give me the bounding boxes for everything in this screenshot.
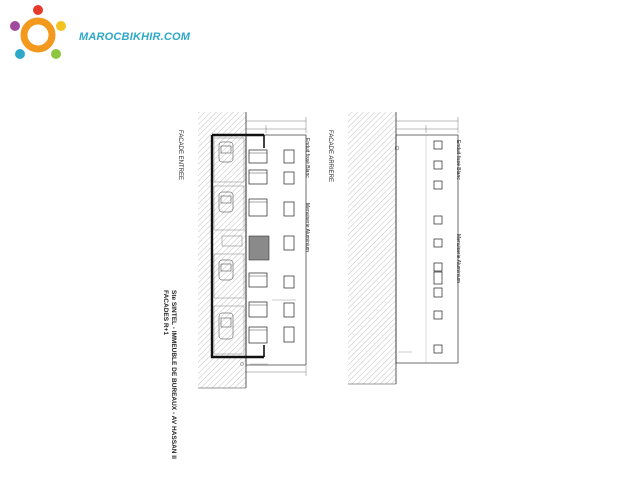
facade-entree-drawing: [198, 112, 307, 389]
drawing-title: Ste SINTEL - IMMEUBLE DE BUREAUX - AV HA…: [170, 290, 177, 459]
facade-entree-label: FACADE ENTREE: [177, 130, 183, 181]
logo-text: MAROCBIKHIR.COM: [79, 31, 191, 43]
enduit-label-right: Enduit fissé Blanc: [455, 140, 461, 180]
facade-arriere-label: FACADE ARRIERE: [327, 130, 333, 183]
facade-arriere-drawing: [348, 112, 459, 385]
enduit-label-left: Enduit fissé Blanc: [304, 138, 310, 178]
menuiserie-label-left: Menuiserie Aluminium: [304, 203, 310, 252]
logo-emblem-icon: [10, 5, 66, 59]
menuiserie-label-right: Menuiserie Aluminium: [455, 234, 461, 283]
site-logo[interactable]: MAROCBIKHIR.COM: [4, 2, 190, 68]
drawing-subtitle: FACADES R+1: [162, 290, 169, 335]
